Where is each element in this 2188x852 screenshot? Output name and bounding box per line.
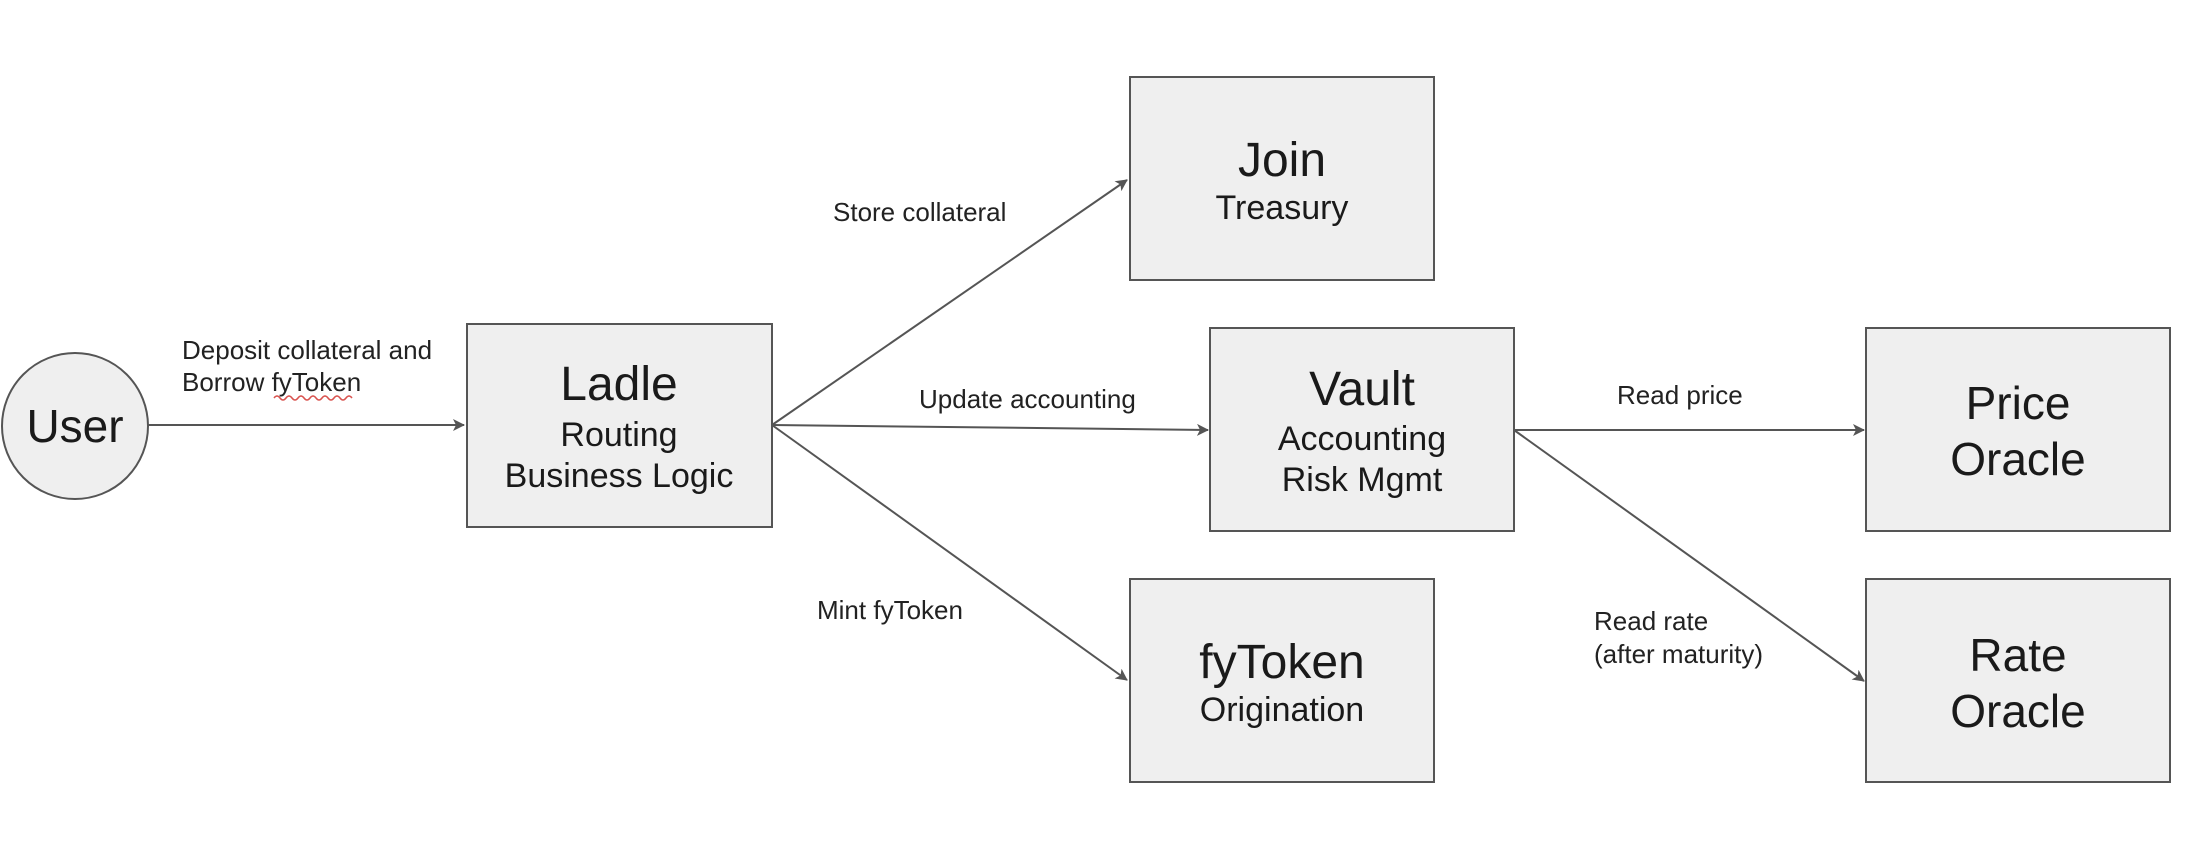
fytoken-box <box>1129 578 1435 783</box>
rate-oracle-line: Oracle <box>1950 685 2085 737</box>
vault-line: Risk Mgmt <box>1282 461 1443 499</box>
node-vault: Vault Accounting Risk Mgmt <box>1209 327 1515 532</box>
edge-vault-rate <box>1513 429 1865 682</box>
node-rate-oracle: Rate Oracle <box>1865 578 2171 783</box>
node-user: User <box>1 352 149 500</box>
edge-ladle-fytoken <box>771 424 1128 681</box>
fytoken-title: fyToken <box>1199 636 1364 689</box>
rate-oracle-line: Rate <box>1969 629 2066 681</box>
spellcheck-squiggle <box>273 395 353 401</box>
join-title: Join <box>1238 134 1326 187</box>
vault-title: Vault <box>1309 363 1415 416</box>
node-join: Join Treasury <box>1129 76 1435 281</box>
node-price-oracle: Price Oracle <box>1865 327 2171 532</box>
edge-label-ladle-vault: Update accounting <box>919 384 1136 414</box>
vault-box <box>1209 327 1515 532</box>
user-label: User <box>26 400 123 452</box>
user-circle <box>1 352 149 500</box>
price-oracle-line: Price <box>1966 377 2071 429</box>
edge-label-ladle-join: Store collateral <box>833 197 1006 227</box>
price-oracle-line: Oracle <box>1950 433 2085 485</box>
join-line: Treasury <box>1216 189 1349 227</box>
edge-ladle-join <box>771 179 1128 426</box>
edge-ladle-vault <box>771 423 1209 436</box>
node-fytoken: fyToken Origination <box>1129 578 1435 783</box>
edge-label-vault-rate: Read rate <box>1594 606 1708 636</box>
price-oracle-box <box>1865 327 2171 532</box>
ladle-title: Ladle <box>560 358 677 411</box>
rate-oracle-box <box>1865 578 2171 783</box>
ladle-line: Routing <box>560 416 677 454</box>
node-ladle: Ladle Routing Business Logic <box>466 323 773 528</box>
ladle-line: Business Logic <box>505 457 734 495</box>
edge-label-user-ladle: Borrow fyToken <box>182 367 361 397</box>
edge-label-vault-price: Read price <box>1617 380 1743 410</box>
edge-label-user-ladle: Deposit collateral and <box>182 335 432 365</box>
edge-label-vault-rate: (after maturity) <box>1594 639 1763 669</box>
vault-line: Accounting <box>1278 420 1446 458</box>
fytoken-line: Origination <box>1200 691 1364 729</box>
edge-label-ladle-fytoken: Mint fyToken <box>817 595 963 625</box>
join-box <box>1129 76 1435 281</box>
ladle-box <box>466 323 773 528</box>
